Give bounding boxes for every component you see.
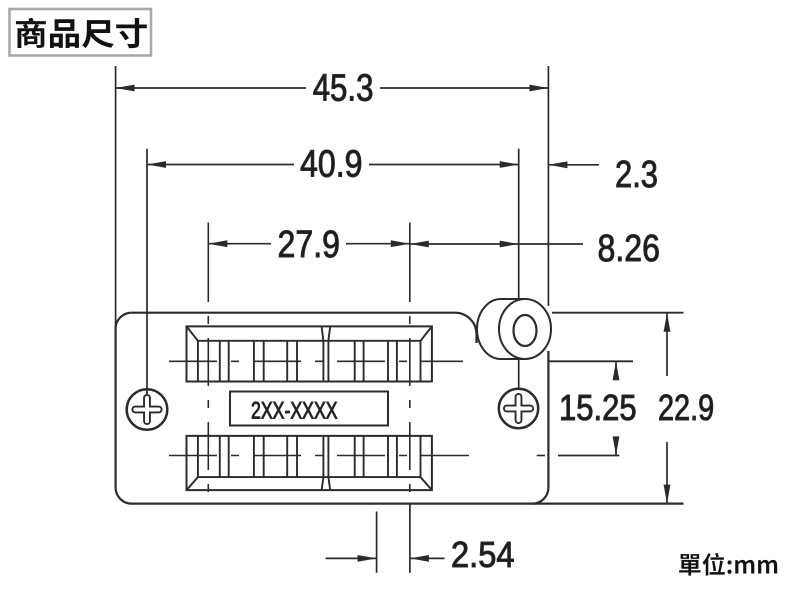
svg-text:2XX-XXXX: 2XX-XXXX [251, 398, 338, 425]
svg-text:2.3: 2.3 [615, 154, 658, 196]
svg-text:15.25: 15.25 [559, 387, 637, 428]
svg-text:2.54: 2.54 [451, 534, 515, 575]
svg-text:8.26: 8.26 [598, 228, 661, 270]
svg-text:40.9: 40.9 [300, 143, 363, 185]
svg-text:27.9: 27.9 [278, 224, 341, 266]
svg-text:45.3: 45.3 [313, 68, 374, 110]
svg-text:22.9: 22.9 [658, 387, 714, 428]
